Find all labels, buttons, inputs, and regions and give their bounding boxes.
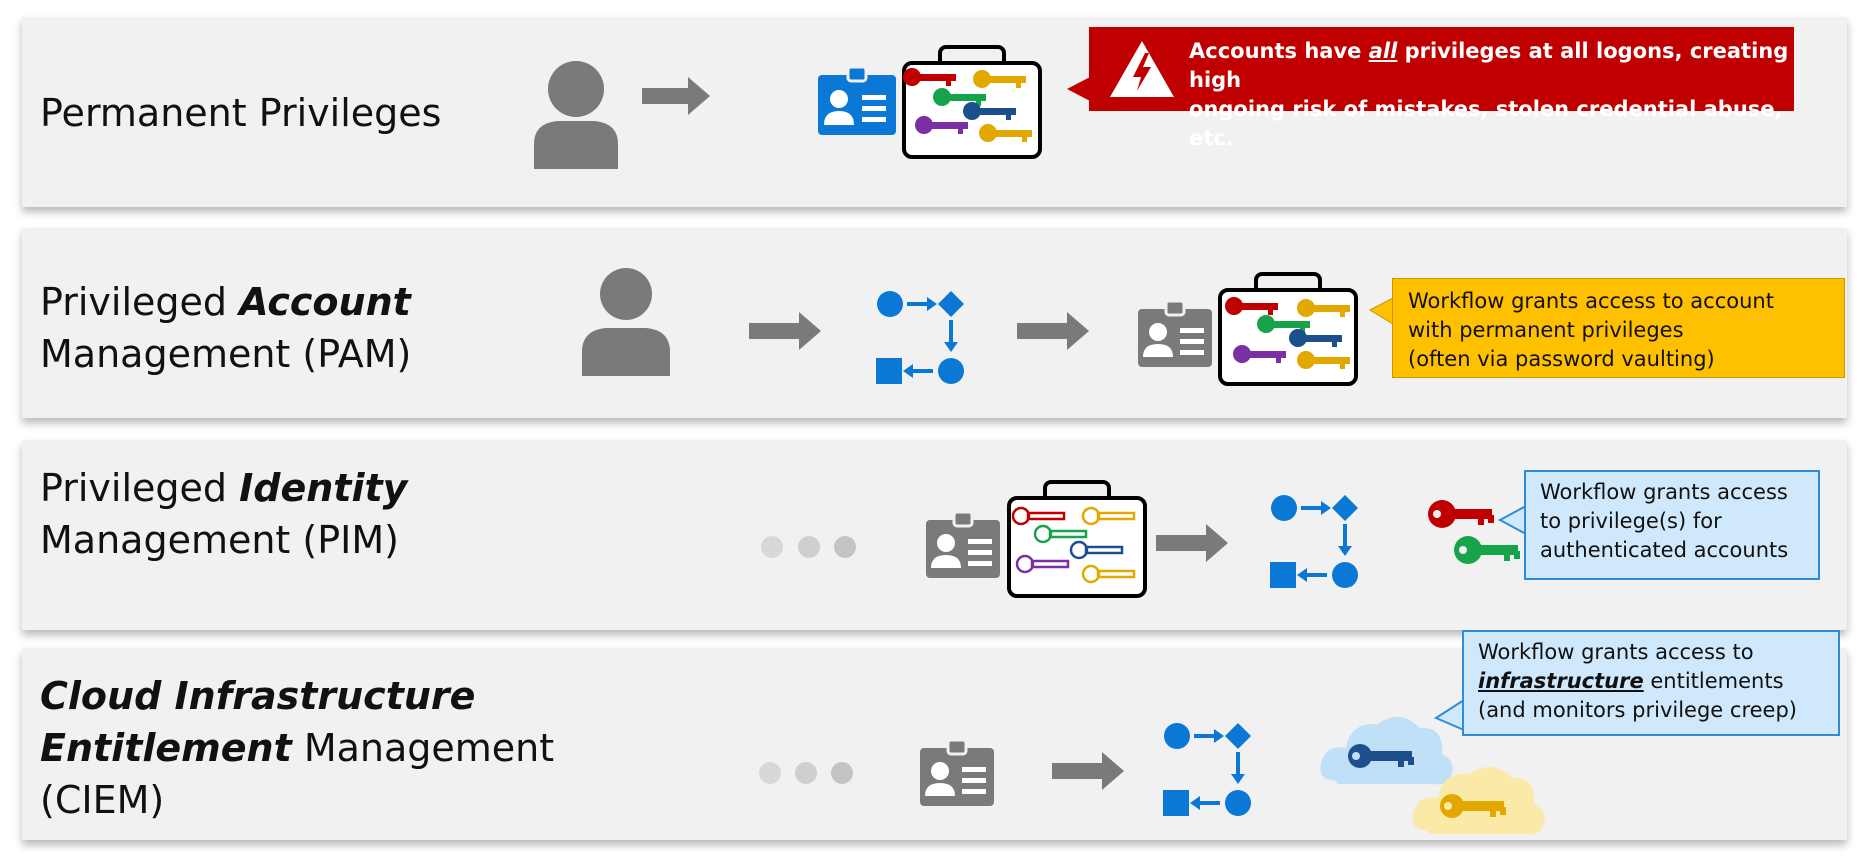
- callout-pointer: [1067, 77, 1090, 101]
- pam-callout: Workflow grants access to account with p…: [1392, 278, 1845, 378]
- key-icon: [1454, 536, 1520, 564]
- id-badge-icon: [1138, 299, 1212, 367]
- workflow-icon: [876, 291, 964, 384]
- row-permanent-privileges: Permanent Privileges: [22, 17, 1847, 207]
- arrow-icon: [1052, 752, 1124, 790]
- row-pim: Privileged Identity Management (PIM): [22, 440, 1847, 630]
- risk-callout: Accounts have all privileges at all logo…: [1089, 27, 1794, 150]
- row4-graphics: [759, 698, 1545, 835]
- row3-graphics: [761, 480, 1527, 598]
- workflow-icon: [1270, 495, 1358, 588]
- callout-pointer: [1368, 297, 1394, 325]
- workflow-icon: [1163, 723, 1251, 816]
- row-title: Permanent Privileges: [40, 91, 442, 135]
- ciem-callout: Workflow grants access to infrastructure…: [1462, 630, 1840, 736]
- pim-callout: Workflow grants access to privilege(s) f…: [1524, 470, 1820, 580]
- id-badge-icon: [818, 65, 896, 135]
- callout-pointer: [1497, 504, 1527, 536]
- id-badge-icon: [920, 738, 994, 806]
- row-ciem: Cloud Infrastructure Entitlement Managem…: [22, 630, 1847, 840]
- row-title: Privileged Identity Management (PIM): [40, 466, 408, 562]
- key-briefcase-icon: [1007, 480, 1147, 598]
- person-icon: [534, 61, 618, 169]
- id-badge-icon: [926, 510, 1000, 578]
- warning-icon: [1110, 41, 1174, 97]
- arrow-icon: [1017, 312, 1089, 350]
- key-icon: [1428, 500, 1494, 528]
- row-pam: Privileged Account Management (PAM): [22, 228, 1847, 418]
- ellipsis-icon: [759, 762, 853, 784]
- key-briefcase-icon: [1218, 272, 1358, 386]
- row2-graphics: [582, 268, 1394, 386]
- cloud-key-icon: [1412, 766, 1545, 835]
- arrow-icon: [1156, 524, 1228, 562]
- arrow-icon: [749, 312, 821, 350]
- person-icon: [582, 268, 670, 376]
- callout-pointer: [1433, 698, 1465, 732]
- key-briefcase-icon: [902, 45, 1042, 159]
- row1-graphics: [534, 45, 1090, 169]
- row-title: Cloud Infrastructure Entitlement Managem…: [40, 674, 555, 822]
- ellipsis-icon: [761, 536, 856, 558]
- arrow-icon: [642, 77, 710, 115]
- cloud-key-icon: [1320, 716, 1453, 785]
- row-title: Privileged Account Management (PAM): [40, 280, 412, 376]
